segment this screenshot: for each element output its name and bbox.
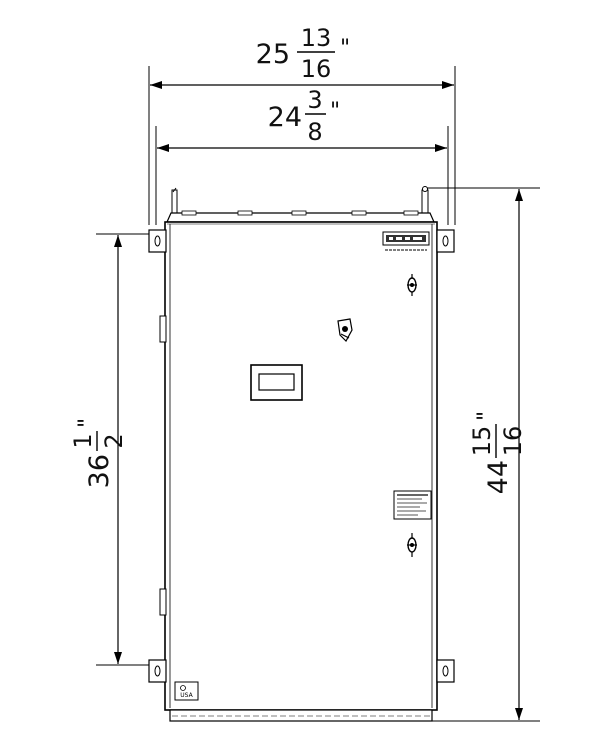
overall-width-numerator: 13 — [301, 24, 332, 52]
body-width-denominator: 8 — [307, 118, 322, 146]
mount-foot-top-left — [148, 229, 167, 253]
overall-height-dimension: 44 15 16 " — [426, 187, 540, 722]
overall-width-whole: 25 — [256, 39, 290, 70]
mount-height-whole: 36 — [84, 454, 115, 488]
mount-foot-top-right — [436, 229, 455, 253]
overall-height-whole: 44 — [483, 460, 514, 494]
enclosure: USA — [148, 186, 455, 722]
mount-height-denominator: 2 — [100, 433, 128, 448]
overall-width-dimension: 25 13 16 " — [148, 24, 456, 225]
lower-hinge — [159, 588, 167, 616]
certification-mark-text: USA — [180, 692, 193, 699]
overall-height-numerator: 15 — [468, 426, 496, 457]
overall-height-unit: " — [474, 411, 499, 421]
mount-height-unit: " — [75, 418, 100, 428]
overall-width-denominator: 16 — [301, 55, 332, 83]
mount-foot-bottom-left — [148, 659, 167, 683]
overall-width-unit: " — [340, 36, 350, 61]
nameplate-logo — [382, 231, 430, 251]
display-window — [250, 364, 303, 401]
mount-height-numerator: 1 — [69, 433, 97, 448]
body-width-unit: " — [330, 99, 340, 124]
certification-mark-icon: USA — [174, 681, 199, 701]
body-width-numerator: 3 — [307, 86, 322, 114]
enclosure-base — [169, 709, 433, 722]
mount-height-dimension: 36 1 2 " — [69, 233, 165, 666]
lower-door-latch — [407, 533, 417, 557]
warning-label — [393, 490, 432, 520]
body-width-dimension: 24 3 8 " — [155, 86, 449, 225]
enclosure-body — [164, 221, 438, 711]
warning-shield-icon — [337, 318, 353, 342]
mount-foot-bottom-right — [436, 659, 455, 683]
body-width-whole: 24 — [268, 102, 302, 133]
overall-height-denominator: 16 — [499, 426, 527, 457]
upper-hinge — [159, 315, 167, 343]
upper-door-latch — [407, 274, 417, 296]
